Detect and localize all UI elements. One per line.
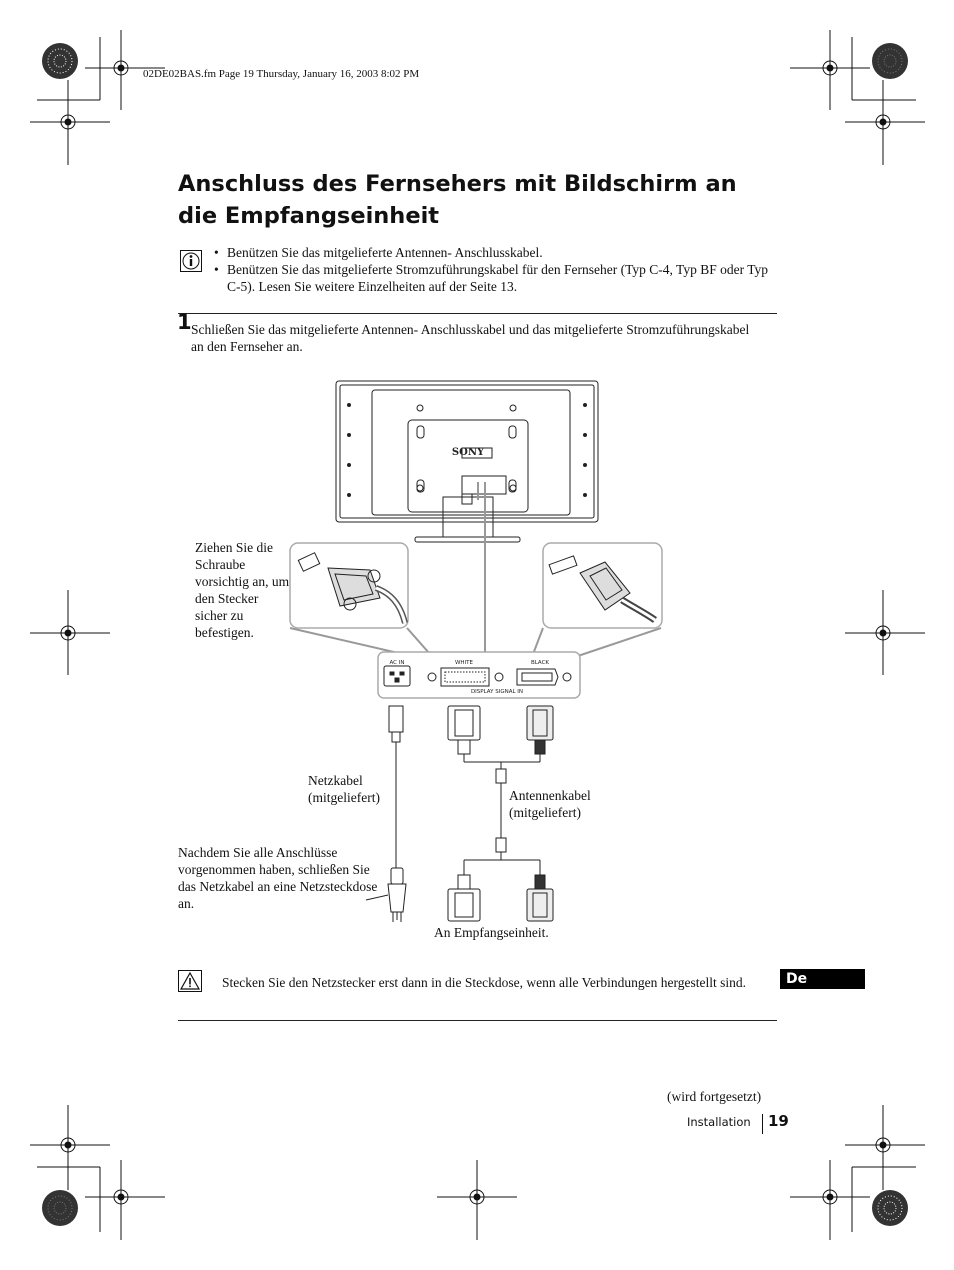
- port-group-label: DISPLAY SIGNAL IN: [471, 689, 523, 695]
- step-text: Schließen Sie das mitgelieferte Antennen…: [191, 322, 750, 354]
- brand-logo: SONY: [452, 447, 485, 458]
- language-tab: De: [780, 969, 865, 989]
- power-cable-label: Netzkabel (mitgeliefert): [308, 773, 380, 805]
- section-name: Installation: [687, 1115, 751, 1129]
- connection-diagram: SONY AC IN WHITE BLACK DISPLAY SIGNAL IN: [289, 380, 663, 922]
- note-item: Benützen Sie das mitgelieferte Stromzufü…: [212, 261, 782, 295]
- warning-icon: [178, 970, 202, 992]
- divider: [178, 1020, 777, 1021]
- to-receiver-label: An Empfangseinheit.: [434, 925, 549, 940]
- page-title: Anschluss des Fernsehers mit Bildschirm …: [178, 171, 737, 229]
- continued-note: (wird fortgesetzt): [667, 1089, 762, 1104]
- divider: [178, 313, 777, 314]
- step-number: 1: [177, 310, 192, 334]
- port-label-white: WHITE: [455, 660, 474, 666]
- file-info-header: 02DE02BAS.fm Page 19 Thursday, January 1…: [143, 68, 420, 80]
- footer-separator: [762, 1114, 763, 1134]
- port-label-ac-in: AC IN: [390, 660, 405, 666]
- screw-hint-label: Ziehen Sie die Schraube vorsichtig an, u…: [195, 540, 290, 640]
- port-label-black: BLACK: [531, 660, 549, 666]
- after-connect-label: Nachdem Sie alle Anschlüsse vorgenommen …: [178, 845, 378, 911]
- page-number: 19: [768, 1112, 789, 1130]
- info-icon: [180, 250, 202, 272]
- notes-list: Benützen Sie das mitgelieferte Antennen-…: [212, 244, 782, 295]
- antenna-cable-label: Antennenkabel (mitgeliefert): [509, 788, 591, 820]
- warning-text: Stecken Sie den Netzstecker erst dann in…: [222, 975, 746, 990]
- note-item: Benützen Sie das mitgelieferte Antennen-…: [212, 244, 782, 261]
